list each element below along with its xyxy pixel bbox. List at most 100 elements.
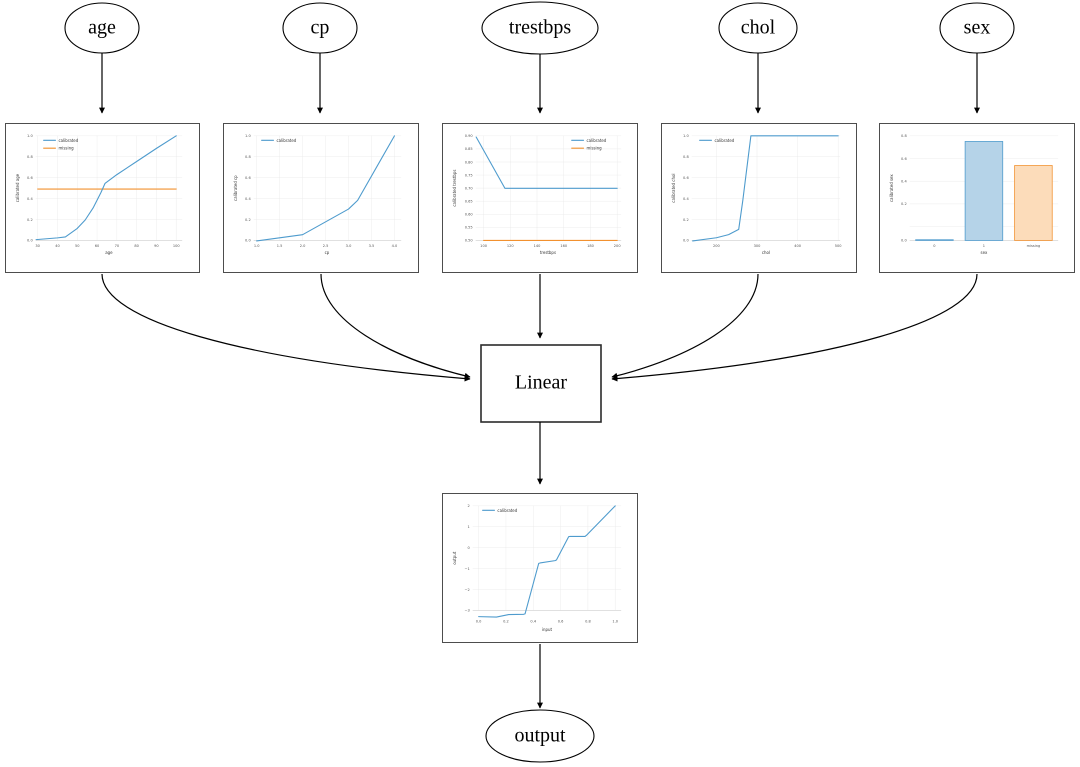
svg-text:0.2: 0.2: [27, 218, 33, 222]
plot-panel-age: 1.0 0.8 0.6 0.4 0.2 0.0 30 40 50 60 70 8…: [5, 123, 200, 273]
svg-text:80: 80: [134, 244, 139, 248]
svg-text:−1: −1: [464, 567, 469, 571]
series-calibrated-age: [35, 135, 177, 241]
svg-text:calibrated: calibrated: [276, 138, 296, 143]
svg-text:400: 400: [794, 244, 802, 248]
svg-text:2.5: 2.5: [323, 244, 329, 248]
svg-text:1.0: 1.0: [612, 620, 618, 624]
xlabel-chol: chol: [762, 250, 770, 255]
svg-text:0.6: 0.6: [245, 176, 251, 180]
svg-text:50: 50: [75, 244, 80, 248]
ylabel-sex: calibrated sex: [889, 174, 894, 202]
xtick-labels-chol: 200 300 400 500: [713, 244, 842, 248]
svg-text:0.0: 0.0: [245, 239, 251, 243]
node-chol-label: chol: [741, 17, 776, 39]
svg-text:0.85: 0.85: [465, 147, 473, 151]
legend-output: calibrated: [482, 508, 518, 513]
svg-text:1.0: 1.0: [254, 244, 260, 248]
series-calibrated-output: [478, 505, 616, 618]
svg-text:0.4: 0.4: [901, 180, 907, 184]
svg-text:100: 100: [173, 244, 181, 248]
svg-text:missing: missing: [1027, 244, 1041, 248]
svg-text:120: 120: [507, 244, 515, 248]
legend-chol: calibrated: [699, 138, 735, 143]
svg-text:0.0: 0.0: [901, 239, 907, 243]
series-calibrated-cp: [256, 135, 395, 242]
svg-text:1.5: 1.5: [277, 244, 283, 248]
edge-chol-plot-to-linear: [611, 273, 759, 379]
node-trestbps[interactable]: trestbps: [481, 1, 599, 55]
ylabel-trestbps: calibrated trestbps: [452, 170, 457, 207]
xtick-labels-sex: 0 1 missing: [933, 244, 1040, 248]
svg-text:0.2: 0.2: [683, 218, 689, 222]
svg-text:2: 2: [467, 504, 469, 508]
svg-text:4.0: 4.0: [392, 244, 398, 248]
ytick-labels-age: 1.0 0.8 0.6 0.4 0.2 0.0: [27, 134, 33, 243]
svg-text:0.2: 0.2: [901, 202, 907, 206]
svg-text:0.6: 0.6: [683, 176, 689, 180]
xlabel-output: input: [542, 627, 553, 632]
svg-text:0: 0: [933, 244, 936, 248]
svg-text:0.60: 0.60: [465, 213, 474, 217]
svg-text:calibrated: calibrated: [497, 508, 517, 513]
node-age[interactable]: age: [64, 2, 140, 54]
svg-text:0.6: 0.6: [27, 176, 33, 180]
svg-text:0.80: 0.80: [465, 160, 474, 164]
ylabel-cp: calibrated cp: [233, 175, 238, 201]
svg-text:3.0: 3.0: [346, 244, 352, 248]
xlabel-sex: sex: [981, 250, 988, 255]
ylabel-age: calibrated age: [15, 173, 20, 202]
plot-panel-chol: 1.0 0.8 0.6 0.4 0.2 0.0 200 300 400 500 …: [661, 123, 857, 273]
ytick-labels-trestbps: 0.90 0.85 0.80 0.75 0.70 0.65 0.60 0.55 …: [465, 134, 474, 243]
legend-age: calibrated missing: [43, 138, 79, 151]
svg-text:200: 200: [614, 244, 622, 248]
svg-text:0.0: 0.0: [476, 620, 482, 624]
svg-text:300: 300: [754, 244, 762, 248]
svg-text:0.6: 0.6: [558, 620, 564, 624]
svg-text:0.70: 0.70: [465, 186, 474, 190]
node-sex[interactable]: sex: [939, 2, 1015, 54]
bars-sex: [915, 141, 1053, 241]
node-cp[interactable]: cp: [282, 2, 358, 54]
svg-text:0.50: 0.50: [465, 239, 474, 243]
svg-text:30: 30: [35, 244, 40, 248]
svg-text:1.0: 1.0: [683, 134, 689, 138]
svg-text:140: 140: [534, 244, 542, 248]
ytick-labels-sex: 0.8 0.6 0.4 0.2 0.0: [901, 134, 907, 243]
xlabel-trestbps: trestbps: [540, 250, 556, 255]
node-output[interactable]: output: [485, 709, 595, 763]
svg-text:0.8: 0.8: [585, 620, 591, 624]
svg-text:0.55: 0.55: [465, 226, 473, 230]
node-linear[interactable]: Linear: [480, 344, 602, 423]
svg-text:calibrated: calibrated: [587, 138, 607, 143]
ytick-labels-chol: 1.0 0.8 0.6 0.4 0.2 0.0: [683, 134, 689, 243]
svg-text:0.4: 0.4: [245, 197, 251, 201]
svg-text:0.0: 0.0: [27, 239, 33, 243]
ytick-labels-cp: 1.0 0.8 0.6 0.4 0.2 0.0: [245, 134, 251, 243]
legend-trestbps: calibrated missing: [571, 138, 607, 151]
svg-text:calibrated: calibrated: [714, 138, 734, 143]
svg-text:0.4: 0.4: [27, 197, 33, 201]
svg-text:0.8: 0.8: [27, 155, 33, 159]
edge-sex-plot-to-linear: [611, 273, 978, 382]
svg-text:1: 1: [467, 525, 469, 529]
node-age-label: age: [88, 17, 116, 39]
svg-text:500: 500: [835, 244, 843, 248]
svg-text:−2: −2: [464, 588, 469, 592]
svg-text:1.0: 1.0: [245, 134, 251, 138]
ylabel-chol: calibrated chol: [671, 174, 676, 203]
svg-text:0.8: 0.8: [901, 134, 907, 138]
svg-text:180: 180: [587, 244, 595, 248]
svg-text:70: 70: [115, 244, 120, 248]
svg-text:3.5: 3.5: [369, 244, 375, 248]
svg-text:0: 0: [467, 546, 470, 550]
svg-text:0.8: 0.8: [245, 155, 251, 159]
plot-panel-sex: 0.8 0.6 0.4 0.2 0.0 0 1 missing sex cali…: [879, 123, 1075, 273]
series-calibrated-trestbps: [475, 136, 618, 189]
node-chol[interactable]: chol: [718, 2, 798, 54]
legend-cp: calibrated: [261, 138, 297, 143]
svg-text:0.0: 0.0: [683, 239, 689, 243]
ytick-labels-output: 2 1 0 −1 −2 −3: [464, 504, 470, 613]
